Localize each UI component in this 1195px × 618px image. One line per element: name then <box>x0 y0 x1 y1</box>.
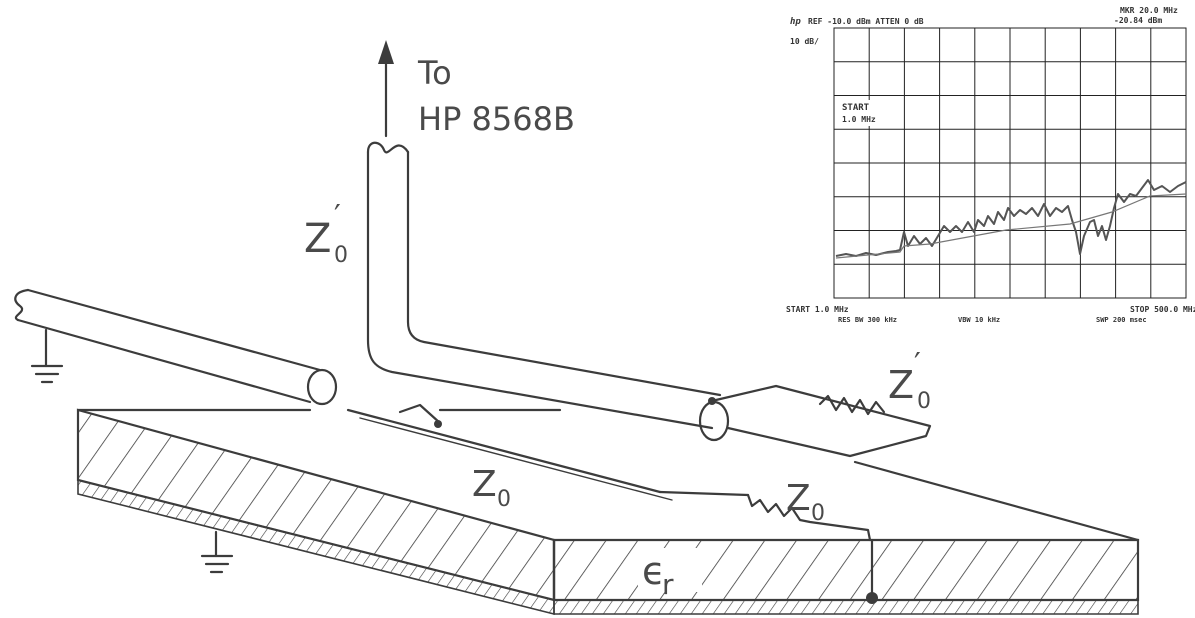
ground-plane-right <box>553 599 1139 615</box>
svg-text:r: r <box>662 568 674 601</box>
svg-text:′: ′ <box>914 347 921 382</box>
svg-text:hp: hp <box>790 17 801 27</box>
microstrip-line <box>346 403 878 604</box>
svg-text:Z: Z <box>472 464 497 505</box>
svg-text:′: ′ <box>334 199 341 234</box>
substrate-top-face <box>78 410 1138 540</box>
termination-resistor <box>746 493 872 542</box>
ground-via <box>866 592 878 604</box>
label-permittivity: ϵ r <box>638 548 702 601</box>
svg-text:-20.84 dBm: -20.84 dBm <box>1114 16 1162 25</box>
ground-symbol <box>200 530 234 574</box>
svg-text:Z: Z <box>888 363 914 407</box>
svg-text:MKR 20.0 MHz: MKR 20.0 MHz <box>1120 6 1178 15</box>
svg-text:Z: Z <box>786 478 811 519</box>
svg-text:RES BW 300 kHz: RES BW 300 kHz <box>838 316 897 324</box>
label-z0-load: Z 0 <box>786 478 825 526</box>
substrate <box>76 408 1140 616</box>
svg-text:Z: Z <box>304 216 331 262</box>
svg-text:REF -10.0 dBm ATTEN 0 dB: REF -10.0 dBm ATTEN 0 dB <box>808 17 924 26</box>
label-z0-prime-termination: Z 0 ′ <box>888 347 931 414</box>
label-to: To <box>417 54 452 92</box>
probe-coax-cable <box>366 40 730 442</box>
termination-resistor-2 <box>818 394 886 416</box>
analyzer-graticule <box>834 28 1186 298</box>
label-z0-line: Z 0 <box>472 464 511 512</box>
arrow-up-icon <box>378 40 394 64</box>
probe-tap-point <box>434 420 442 428</box>
svg-text:1.0 MHz: 1.0 MHz <box>842 115 876 124</box>
svg-text:0: 0 <box>497 487 511 512</box>
svg-text:ϵ: ϵ <box>642 549 665 593</box>
left-coax-cable <box>14 288 338 406</box>
svg-text:0: 0 <box>334 243 348 268</box>
coax-termination <box>714 384 932 458</box>
svg-text:0: 0 <box>917 389 931 414</box>
svg-text:START: START <box>842 103 870 113</box>
svg-text:STOP 500.0 MHz: STOP 500.0 MHz <box>1130 305 1195 314</box>
svg-text:SWP 200 msec: SWP 200 msec <box>1096 316 1147 324</box>
analyzer-trace <box>835 179 1187 257</box>
label-z0-prime-cable: Z 0 ′ <box>304 199 348 268</box>
svg-text:10 dB/: 10 dB/ <box>790 37 819 46</box>
svg-text:VBW 10 kHz: VBW 10 kHz <box>958 316 1000 324</box>
svg-text:0: 0 <box>811 501 825 526</box>
spectrum-analyzer-inset: hp REF -10.0 dBm ATTEN 0 dB MKR 20.0 MHz… <box>786 6 1195 324</box>
svg-text:START 1.0 MHz: START 1.0 MHz <box>786 305 849 314</box>
label-analyzer-name: HP 8568B <box>418 100 575 138</box>
